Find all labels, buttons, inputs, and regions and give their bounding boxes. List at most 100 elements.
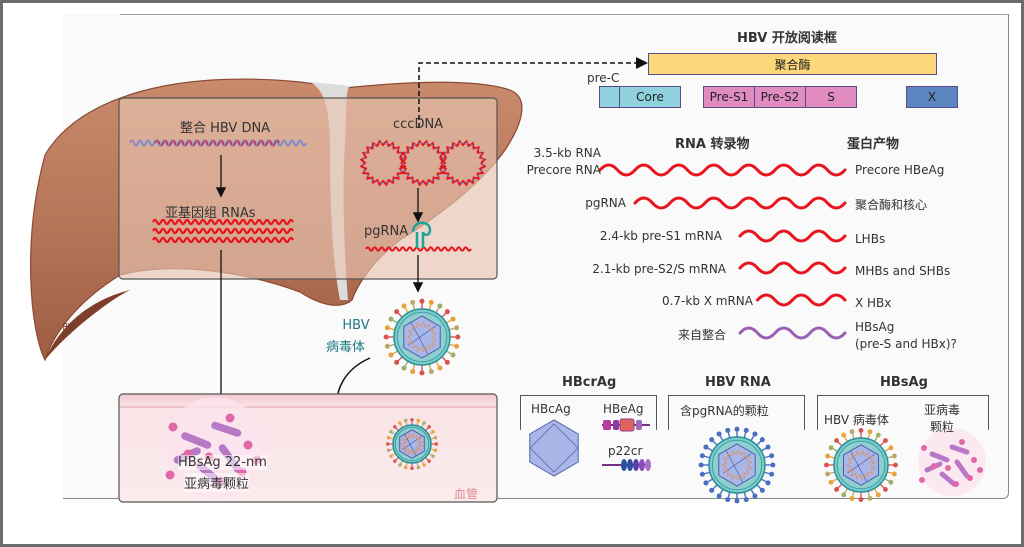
virion-spike-head bbox=[770, 462, 776, 468]
virion-spike-head bbox=[765, 480, 771, 486]
virion-spike-head bbox=[401, 303, 407, 309]
integrated-dna-label: 整合 HBV DNA bbox=[180, 121, 271, 136]
virion-spike-head bbox=[419, 298, 425, 304]
virion-spike-head bbox=[444, 309, 450, 315]
subgenomic-rna-strand bbox=[152, 236, 294, 244]
virion-spike-head bbox=[824, 462, 829, 468]
protein-row-4: MHBs and SHBs bbox=[855, 264, 951, 278]
virion-spike-head bbox=[398, 463, 402, 467]
marker-subviral-label-line1: 亚病毒 bbox=[924, 403, 961, 417]
virion-spike-head bbox=[416, 418, 421, 423]
virion-spike-head bbox=[410, 299, 416, 305]
virion-spike-head bbox=[385, 442, 390, 446]
marker-hbsag-bracket bbox=[817, 395, 989, 430]
virion-spike-head bbox=[752, 431, 758, 437]
virion-spike-head bbox=[427, 459, 431, 463]
transcript-wave-3 bbox=[738, 229, 847, 243]
marker-hbcrag-title: HBcrAg bbox=[562, 375, 617, 390]
virion-spike-head bbox=[416, 465, 421, 470]
orf-title: HBV 开放阅读框 bbox=[737, 31, 837, 46]
subviral-filament bbox=[929, 451, 950, 463]
orf-polymerase: 聚合酶 bbox=[648, 53, 937, 75]
cccdna-rings bbox=[359, 139, 487, 187]
virion-spike-head bbox=[455, 334, 461, 340]
virion-spike-head bbox=[428, 369, 434, 375]
virion-spike-head bbox=[769, 471, 775, 477]
subviral-sphere bbox=[165, 470, 175, 480]
protein-row-2: 聚合酶和核心 bbox=[855, 198, 928, 212]
marker-subviral-label-line2: 颗粒 bbox=[930, 420, 955, 434]
subviral-label-line2: 亚病毒颗粒 bbox=[184, 473, 250, 492]
virion-spike-head bbox=[699, 453, 705, 459]
virion-genome bbox=[845, 449, 876, 481]
subviral-filament bbox=[181, 432, 212, 449]
virion-spike-head bbox=[422, 463, 426, 467]
transcript-wave-4 bbox=[738, 261, 847, 275]
orf-s-segment: S bbox=[805, 86, 857, 108]
pgrna-label: pgRNA bbox=[364, 224, 409, 239]
virion-spike-head bbox=[389, 430, 393, 434]
virion-spike-head bbox=[386, 448, 391, 453]
virion-spike-head bbox=[858, 428, 864, 433]
virion-spike-head bbox=[450, 316, 456, 322]
transcript-wave-5 bbox=[756, 293, 847, 307]
virion-spike-head bbox=[725, 497, 731, 503]
subviral-filament bbox=[211, 421, 242, 437]
protein-row-3: LHBs bbox=[855, 232, 886, 246]
hbv-virion-vessel bbox=[385, 417, 439, 471]
virion-spike-head bbox=[716, 431, 722, 437]
virion-spike-head bbox=[388, 316, 394, 322]
virion-spike-head bbox=[834, 438, 839, 443]
orf-core-label: Core bbox=[636, 90, 664, 104]
subviral-filament bbox=[949, 444, 970, 455]
rna-row-3: 2.4-kb pre-S1 mRNA bbox=[599, 229, 722, 243]
virion-spike-head bbox=[867, 495, 873, 501]
subviral-sphere bbox=[921, 445, 927, 451]
orf-prec-label: pre-C bbox=[587, 71, 620, 85]
rna-row-2: pgRNA bbox=[585, 196, 626, 210]
virion-spike-head bbox=[403, 418, 408, 423]
virion-spike-head bbox=[422, 421, 426, 425]
virion-spike-head bbox=[434, 442, 439, 446]
virion-spike-head bbox=[431, 430, 435, 434]
virion-spike-head bbox=[716, 493, 722, 499]
virion-label-line2: 病毒体 bbox=[326, 340, 366, 355]
rna-transcripts-header: RNA 转录物 bbox=[675, 137, 750, 152]
virion-spike-head bbox=[388, 352, 394, 358]
rna-row-1-line1: 3.5-kb RNA bbox=[533, 146, 601, 160]
orf-s-label: S bbox=[827, 90, 835, 104]
subviral-sphere bbox=[967, 475, 973, 481]
blood-vessel-label: 血管 bbox=[454, 487, 479, 501]
transcript-wave-1 bbox=[598, 163, 847, 177]
virion-spike-head bbox=[849, 495, 855, 501]
orf-pres2-segment: Pre-S2 bbox=[754, 86, 806, 108]
virion-spike-head bbox=[734, 498, 740, 504]
virion-spike-head bbox=[454, 325, 460, 331]
integrated-dna bbox=[129, 139, 307, 147]
marker-p22cr-label: p22cr bbox=[608, 444, 643, 458]
orf-core-segment: Core bbox=[619, 86, 681, 108]
marker-hbsag-title: HBsAg bbox=[880, 375, 928, 390]
virion-spike-head bbox=[888, 445, 894, 451]
virion-spike-head bbox=[743, 427, 749, 433]
pgrna-hairpin-icon bbox=[411, 221, 432, 248]
virion-spike-head bbox=[834, 487, 839, 492]
virion-genome bbox=[399, 432, 424, 456]
cccdna-ring-inner bbox=[442, 142, 484, 184]
marker-hbcrag-bracket bbox=[520, 395, 657, 430]
virion-spike-head bbox=[444, 359, 450, 365]
virion-spike-head bbox=[383, 334, 389, 340]
pgrna-strand bbox=[365, 246, 472, 252]
virion-spike-head bbox=[454, 343, 460, 349]
subviral-filament bbox=[954, 459, 970, 479]
marker-hbvrna-bracket bbox=[668, 395, 805, 430]
virion-spike-head bbox=[893, 462, 898, 468]
orf-x-label: X bbox=[927, 90, 937, 104]
dashed-link-to-orf bbox=[418, 57, 648, 128]
virion-spike-head bbox=[841, 432, 847, 438]
subgenomic-rnas-label: 亚基因组 RNAs bbox=[165, 206, 256, 221]
cccdna-ring bbox=[399, 139, 447, 187]
virion-spike-head bbox=[386, 435, 391, 440]
virion-spike-head bbox=[828, 445, 834, 451]
rna-row-4: 2.1-kb pre-S2/S mRNA bbox=[592, 262, 726, 276]
